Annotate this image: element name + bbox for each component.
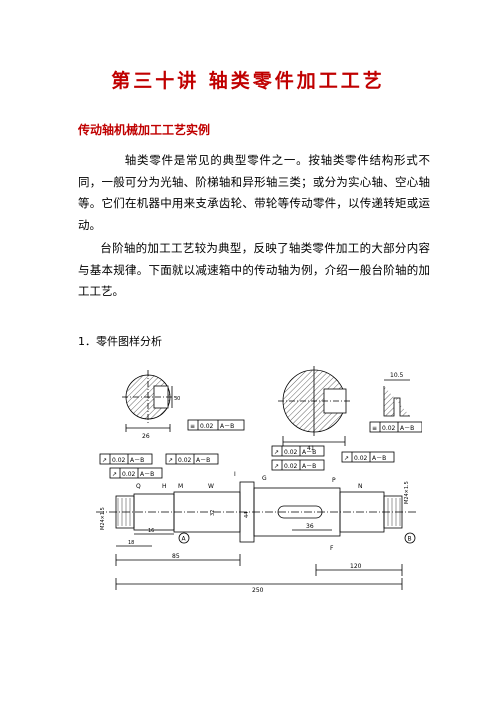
- dim-30: 30: [174, 396, 180, 402]
- ref-ab-1: A－B: [130, 457, 144, 464]
- dim-10-5: 10.5: [390, 372, 404, 379]
- tolerance-frames: ↗ 0.02 A－B ↗ 0.02 A－B ↗ 0.02 A－B ↗ 0.02 …: [99, 445, 395, 479]
- subsection-heading: 1．零件图样分析: [78, 335, 162, 348]
- label-n: N: [358, 483, 363, 490]
- right-cross-section: 41: [278, 366, 350, 452]
- dim-dia-44: 44: [244, 512, 250, 518]
- datum-markers: A B: [178, 532, 416, 544]
- tol-run-2: 0.02: [178, 457, 192, 464]
- label-w: W: [208, 483, 214, 490]
- ref-ab-right: A－B: [400, 425, 414, 432]
- shaft-profile: [96, 481, 418, 543]
- ref-ab-4: A－B: [372, 455, 386, 462]
- dim-36: 36: [306, 523, 314, 530]
- tol-sym-right: 0.02: [382, 425, 396, 432]
- datum-b: B: [408, 536, 412, 543]
- ref-ab-6: A－B: [302, 463, 316, 470]
- feature-labels: M N P Q H G F I W M24×1.5 M24×1.5 32 44: [100, 471, 410, 552]
- keyway-detail: 10.5 ≡ 0.02 A－B: [369, 372, 422, 433]
- runout-symbol-4: ↗: [344, 455, 349, 462]
- label-m: M: [178, 483, 183, 490]
- ref-ab-left: A－B: [220, 423, 234, 430]
- ref-ab-3: A－B: [302, 449, 316, 456]
- runout-symbol-2: ↗: [168, 457, 173, 464]
- runout-symbol-6: ↗: [274, 463, 279, 470]
- paragraph-2: 台阶轴的加工工艺较为典型，反映了轴类零件加工的大部分内容与基本规律。下面就以减速…: [78, 238, 430, 303]
- dim-250: 250: [252, 587, 264, 594]
- tol-run-5: 0.02: [122, 471, 136, 478]
- dim-85: 85: [172, 553, 180, 560]
- tol-run-4: 0.02: [354, 455, 368, 462]
- label-i: I: [234, 471, 236, 478]
- label-q: Q: [136, 483, 141, 490]
- datum-a: A: [182, 536, 187, 543]
- shaft-engineering-drawing: 26 30 ≡ 0.02 A－B 41 10.5: [96, 366, 422, 594]
- runout-symbol-3: ↗: [274, 449, 279, 456]
- left-cross-section: 26 30 ≡ 0.02 A－B: [122, 370, 245, 440]
- dim-41: 41: [307, 445, 315, 452]
- dim-26: 26: [142, 433, 150, 440]
- paragraph-1-text: 轴类零件是常见的典型零件之一。按轴类零件结构形式不同，一般可分为光轴、阶梯轴和异…: [78, 153, 430, 232]
- dim-16: 16: [148, 528, 154, 534]
- label-f: F: [330, 545, 334, 552]
- tol-run-6: 0.02: [284, 463, 298, 470]
- page-title: 第三十讲 轴类零件加工工艺: [111, 70, 385, 92]
- tol-run-3: 0.02: [284, 449, 298, 456]
- runout-symbol-5: ↗: [112, 471, 117, 478]
- dim-dia-32: 32: [210, 510, 216, 516]
- symmetry-symbol-left: ≡: [190, 423, 195, 430]
- symmetry-symbol-right: ≡: [372, 425, 377, 432]
- dimension-lines: 16 18 36 85 120 250: [115, 523, 403, 594]
- label-h: H: [162, 483, 167, 490]
- dim-120: 120: [350, 563, 362, 570]
- paragraph-1: 轴类零件是常见的典型零件之一。按轴类零件结构形式不同，一般可分为光轴、阶梯轴和异…: [78, 150, 430, 236]
- ref-ab-2: A－B: [196, 457, 210, 464]
- dim-18: 18: [128, 540, 134, 546]
- runout-symbol-1: ↗: [102, 457, 107, 464]
- label-p: P: [332, 477, 336, 484]
- tol-sym-left: 0.02: [200, 423, 214, 430]
- tol-run-1: 0.02: [112, 457, 126, 464]
- section-heading: 传动轴机械加工工艺实例: [78, 123, 211, 137]
- thread-label-left: M24×1.5: [100, 507, 106, 530]
- paragraph-2-text: 台阶轴的加工工艺较为典型，反映了轴类零件加工的大部分内容与基本规律。下面就以减速…: [78, 241, 430, 298]
- thread-label-right: M24×1.5: [404, 481, 410, 504]
- label-g: G: [262, 475, 267, 482]
- ref-ab-5: A－B: [140, 471, 154, 478]
